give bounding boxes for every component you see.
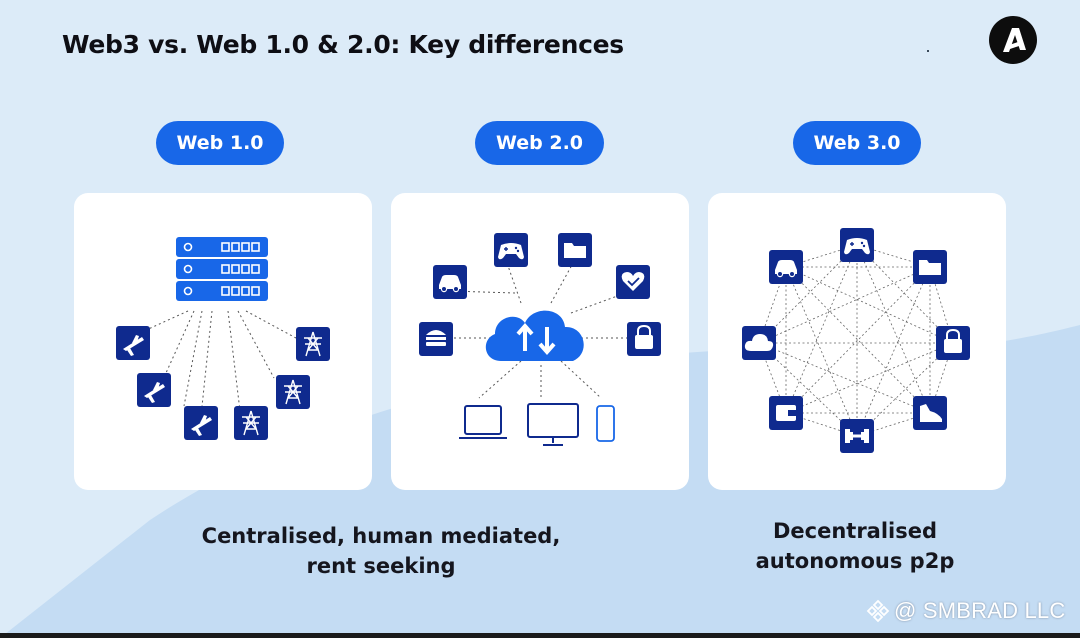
centralised-caption: Centralised, human mediated, rent seekin… [180,521,582,581]
web2-label: Web 2.0 [475,121,604,165]
cloud-upload-download-icon [485,310,584,361]
monitor-icon [527,403,579,446]
mesh-line [758,244,858,344]
web3-card [708,193,1006,490]
mesh-line [785,266,931,414]
web1-card [74,193,372,490]
mesh-line [785,266,858,437]
mesh-line [758,342,931,414]
gamepad-icon [840,228,874,262]
lock-icon [936,326,970,360]
mesh-line [856,244,954,344]
centralised-caption-line2: rent seeking [306,554,456,578]
power-tower-icon [296,327,330,361]
mesh-line [758,342,787,414]
heart-icon [616,265,650,299]
web1-connection-lines [143,310,297,417]
decentralised-caption-line2: autonomous p2p [755,549,955,573]
burger-icon [419,322,453,356]
web2-connection-lines [450,262,632,399]
gamepad-icon [494,233,528,267]
airplane-icon [137,373,171,407]
mesh-line [785,244,858,268]
speck [927,50,929,52]
server-icon [176,237,268,301]
phone-icon [596,405,615,442]
car-icon [433,265,467,299]
laptop-icon [459,405,507,439]
folder-icon [558,233,592,267]
power-tower-icon [276,375,310,409]
mesh-line [929,342,954,414]
lock-icon [627,322,661,356]
watermark-text: @ SMBRAD LLC [894,598,1066,623]
mesh-line [785,244,858,414]
shoe-icon [913,396,947,430]
page-title: Web3 vs. Web 1.0 & 2.0: Key differences [62,30,624,59]
wallet-icon [769,396,803,430]
mesh-line [856,244,931,414]
power-tower-icon [234,406,268,440]
airplane-icon [116,326,150,360]
mesh-line [785,412,858,437]
watermark: @ SMBRAD LLC [866,598,1065,624]
decentralised-caption: Decentralised autonomous p2p [735,516,975,576]
decentralised-caption-line1: Decentralised [772,519,938,543]
diamond-logo-icon [866,599,890,623]
folder-icon [913,250,947,284]
web3-label: Web 3.0 [793,121,921,165]
mesh-line [785,266,931,414]
mesh-line [856,266,931,437]
mesh-line [785,266,954,344]
airplane-icon [184,406,218,440]
dumbbell-icon [840,419,874,453]
car-icon [769,250,803,284]
brand-logo [989,16,1037,64]
centralised-caption-line1: Centralised, human mediated, [201,524,561,548]
bottom-border [0,633,1080,638]
web1-label: Web 1.0 [156,121,284,165]
cloud-icon [742,326,776,360]
web2-card [391,193,689,490]
mesh-line [785,342,954,414]
